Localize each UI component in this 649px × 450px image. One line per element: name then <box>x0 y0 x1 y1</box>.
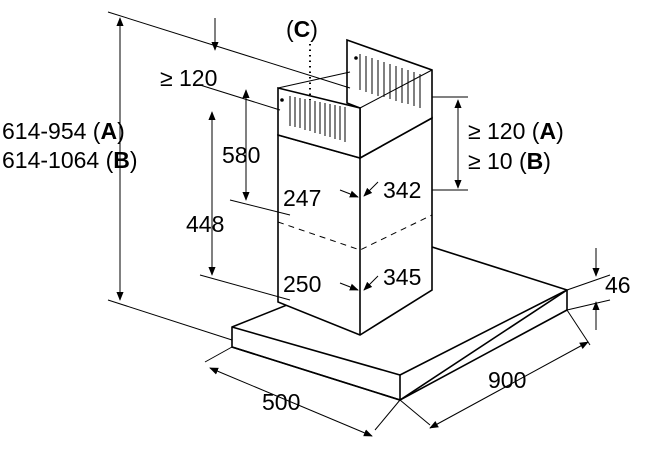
label-500: 500 <box>262 389 300 415</box>
dim-345-arrow <box>363 275 379 291</box>
extension-lines <box>107 11 611 431</box>
dim-342-arrow <box>363 181 379 197</box>
dimension-lines <box>116 17 600 437</box>
screw-dot <box>354 56 358 60</box>
label-c: (C) <box>286 16 318 42</box>
label-ge120-top: ≥ 120 <box>160 65 217 91</box>
label-250: 250 <box>283 271 321 297</box>
label-range-a: 614-954 (A) <box>2 118 125 144</box>
label-right-b: ≥ 10 (B) <box>468 148 551 174</box>
dim-247-arrow <box>339 189 359 198</box>
upper-chimney <box>277 38 433 160</box>
label-range-b: 614-1064 (B) <box>2 147 138 173</box>
dim-500-line <box>209 367 373 437</box>
dim-900-line <box>429 341 589 429</box>
upper-chimney-front <box>277 86 361 160</box>
label-247: 247 <box>283 185 321 211</box>
label-900: 900 <box>488 367 526 393</box>
label-580: 580 <box>222 142 260 168</box>
screw-dot <box>280 98 284 102</box>
label-46: 46 <box>605 272 631 298</box>
label-448: 448 <box>186 211 224 237</box>
label-right-a: ≥ 120 (A) <box>468 118 564 144</box>
vent-grille-front <box>289 96 346 142</box>
upper-chimney-top-edge <box>277 71 351 89</box>
label-342: 342 <box>383 177 421 203</box>
label-345: 345 <box>383 264 421 290</box>
dim-250-arrow <box>339 282 359 291</box>
vent-grille-back <box>359 54 421 108</box>
